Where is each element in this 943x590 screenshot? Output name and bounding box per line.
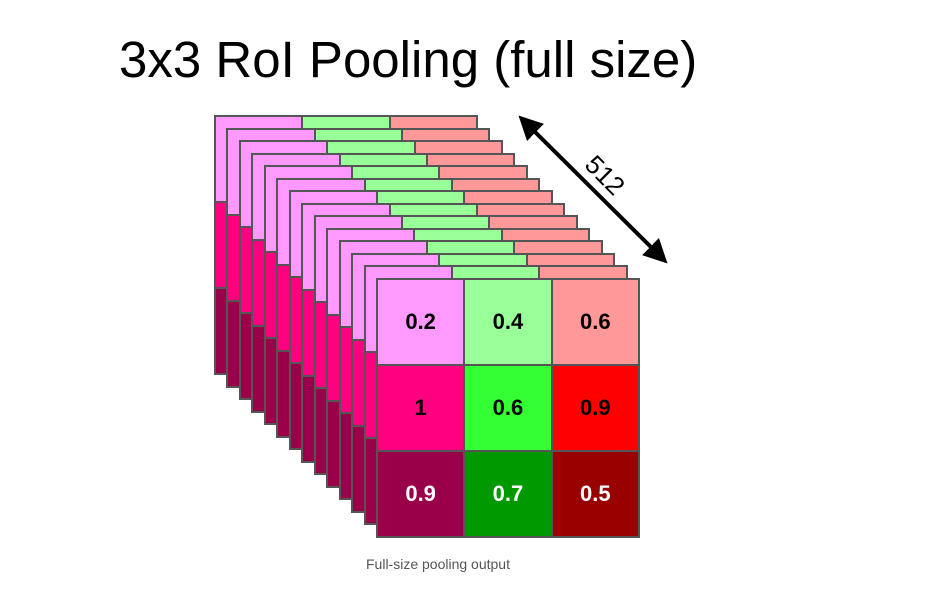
grid-cell: 0.4 [465,280,551,365]
grid-cell: 0.9 [552,366,638,451]
grid-cell: 0.7 [465,452,551,537]
grid-cell: 0.6 [552,280,638,365]
grid-cell: 0.2 [377,280,464,365]
grid-cell: 0.6 [465,366,551,451]
grid-cell: 0.9 [377,452,464,537]
figure-caption: Full-size pooling output [366,556,510,572]
grid-cell: 1 [377,366,464,451]
diagram-title: 3x3 RoI Pooling (full size) [119,31,698,88]
grid-cell: 0.5 [552,452,638,537]
